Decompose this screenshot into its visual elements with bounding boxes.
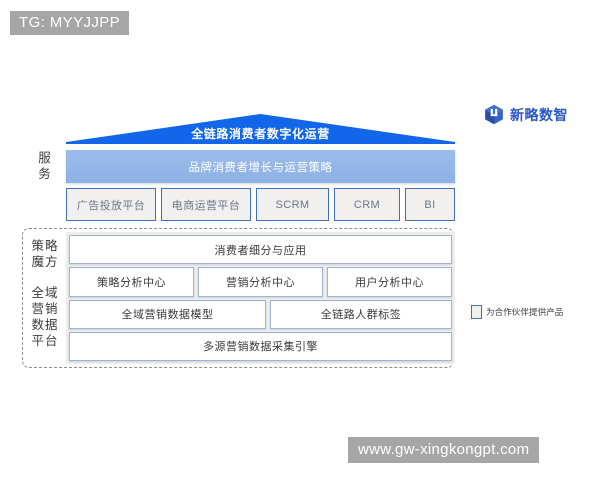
side-label-service: 服务: [38, 151, 52, 181]
stack-row: 消费者细分与应用: [69, 235, 452, 265]
chip-bi[interactable]: BI: [405, 188, 455, 221]
cell-omnichannel-data-model[interactable]: 全域营销数据模型: [69, 299, 267, 329]
cell-consumer-segmentation[interactable]: 消费者细分与应用: [69, 235, 452, 265]
watermark-top: TG: MYYJJPP: [10, 11, 130, 36]
chip-ecommerce-platform[interactable]: 电商运营平台: [161, 188, 251, 221]
platform-stack: 消费者细分与应用 策略分析中心 营销分析中心 用户分析中心 全域营销数据模型 全…: [66, 232, 455, 364]
strategy-band-label: 品牌消费者增长与运营策略: [188, 161, 333, 174]
cell-multisource-data-collection-engine[interactable]: 多源营销数据采集引擎: [69, 331, 452, 361]
brand-logo: 新略数智: [484, 104, 568, 125]
stack-row: 全域营销数据模型 全链路人群标签: [69, 299, 452, 329]
cube-logo-icon: [485, 104, 503, 125]
legend: 为合作伙伴提供产品: [471, 305, 563, 319]
legend-label: 为合作伙伴提供产品: [486, 307, 564, 317]
cell-user-analysis-center[interactable]: 用户分析中心: [327, 267, 452, 297]
side-label-data-platform: 全域营销数据平台: [31, 286, 59, 348]
cell-strategy-analysis-center[interactable]: 策略分析中心: [69, 267, 194, 297]
cell-full-journey-audience-tags[interactable]: 全链路人群标签: [270, 299, 452, 329]
legend-swatch-icon: [471, 305, 482, 319]
chip-scrm[interactable]: SCRM: [256, 188, 329, 221]
chip-crm[interactable]: CRM: [334, 188, 400, 221]
cell-marketing-analysis-center[interactable]: 营销分析中心: [198, 267, 323, 297]
roof-triangle: [66, 114, 455, 144]
watermark-bottom: www.gw-xingkongpt.com: [348, 437, 540, 464]
chip-ad-platform[interactable]: 广告投放平台: [66, 188, 156, 221]
stack-row: 策略分析中心 营销分析中心 用户分析中心: [69, 267, 452, 297]
platform-chip-row: 广告投放平台 电商运营平台 SCRM CRM BI: [66, 188, 455, 221]
brand-name: 新略数智: [510, 106, 568, 123]
strategy-band: 品牌消费者增长与运营策略: [66, 150, 455, 183]
stack-row: 多源营销数据采集引擎: [69, 331, 452, 361]
side-label-strategy-cube: 策略魔方: [31, 239, 59, 269]
